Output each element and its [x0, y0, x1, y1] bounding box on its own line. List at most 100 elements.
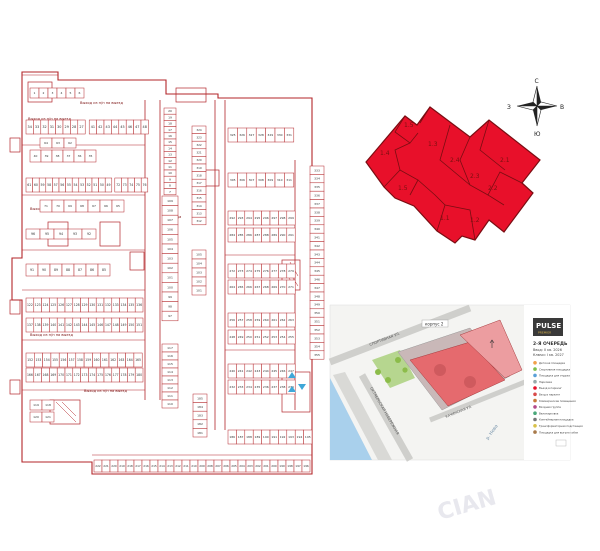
parking-spot: 134 — [119, 297, 128, 313]
parking-spot-number: 206 — [223, 464, 229, 468]
parking-spot-number: 56 — [60, 183, 64, 187]
parking-spot-number: 241 — [238, 369, 244, 373]
parking-spot: 269 — [269, 279, 279, 295]
parking-spot-number: 72 — [116, 183, 120, 187]
parking-spot-number: 264 — [229, 285, 235, 289]
parking-spot-number: 112 — [167, 386, 173, 390]
parking-spot: 90 — [37, 263, 51, 277]
parking-spot: 208 — [205, 459, 215, 473]
parking-spot: 191 — [269, 429, 279, 445]
parking-spot: 164 — [125, 352, 135, 368]
parking-spot: 60 — [32, 177, 40, 193]
stage-title: 2-Я ОЧЕРЕДЬ — [533, 341, 568, 347]
parking-spot: 204 — [237, 459, 247, 473]
parking-spot: 8 — [163, 182, 177, 189]
parking-spot: 190 — [261, 429, 271, 445]
legend-item: Велопарковка — [539, 411, 559, 415]
exit-label: Выход из п/п на выезд — [28, 117, 71, 121]
parking-spot: 241 — [236, 363, 246, 379]
parking-spot-number: 203 — [247, 464, 253, 468]
korpus-label: корпус 2 — [425, 322, 444, 327]
parking-spot-number: 149 — [121, 323, 127, 327]
parking-spot: 252 — [261, 329, 271, 345]
parking-spot: 175 — [95, 367, 105, 383]
parking-spot-number: 217 — [135, 464, 141, 468]
parking-spot-number: 216 — [143, 464, 149, 468]
parking-spot-number: 130 — [89, 303, 95, 307]
parking-spot-number: 323 — [196, 135, 202, 139]
parking-spot: 98 — [161, 301, 179, 312]
parking-spot: 257 — [236, 312, 246, 328]
parking-spot-number: 236 — [263, 385, 269, 389]
ramp-arrow-down-icon — [298, 384, 306, 390]
parking-spot: 70 — [51, 199, 65, 213]
parking-spot: 41 — [88, 119, 97, 135]
parking-spot-number: 49 — [106, 183, 110, 187]
parking-spot-number: 16 — [168, 134, 172, 138]
parking-spot-number: 279 — [288, 269, 294, 273]
parking-spot: 237 — [269, 379, 279, 395]
parking-spot-number: 249 — [238, 335, 244, 339]
parking-spot-number: 309 — [267, 178, 273, 182]
parking-spot: 232 — [227, 379, 237, 395]
parking-spot-number: 260 — [263, 318, 269, 322]
legend-marker-icon — [533, 367, 537, 371]
parking-spot: 7 — [163, 188, 177, 196]
parking-spot-number: 42 — [98, 125, 102, 129]
parking-spot: 150 — [127, 317, 136, 333]
parking-spot: 187 — [236, 429, 246, 445]
parking-spot: 152 — [25, 352, 35, 368]
parking-spot-number: 133 — [113, 303, 119, 307]
parking-spot-number: 148 — [113, 323, 119, 327]
parking-spot: 102 — [161, 262, 179, 274]
parking-spot: 132 — [103, 297, 113, 313]
parking-spot: 298 — [278, 210, 288, 226]
parking-spot: 270 — [278, 279, 288, 295]
parking-spot-number: 327 — [249, 133, 255, 137]
parking-spot: 116 — [161, 351, 179, 361]
parking-spot-number: 202 — [255, 464, 261, 468]
parking-spot: 72 — [114, 177, 122, 193]
parking-spot-number: 306 — [239, 178, 245, 182]
parking-spot-number: 51 — [93, 183, 97, 187]
parking-spot: 3 — [47, 87, 58, 99]
parking-spot: 313 — [191, 209, 207, 218]
parking-spot: 48 — [140, 119, 149, 135]
parking-spot: 65 — [111, 199, 125, 213]
parking-spot-number: 349 — [314, 303, 320, 307]
section-label: 2.3 — [470, 173, 480, 180]
parking-spot-number: 107 — [167, 218, 173, 222]
parking-spot-number: 104 — [167, 247, 173, 251]
parking-spot-number: 315 — [196, 196, 202, 200]
parking-spot-number: 50 — [100, 183, 104, 187]
parking-spot-number: 59 — [40, 183, 44, 187]
parking-spot-number: 166 — [27, 373, 33, 377]
parking-spot-number: 76 — [142, 183, 146, 187]
parking-spot-number: 147 — [105, 323, 111, 327]
parking-spot-number: 61 — [27, 183, 31, 187]
parking-spot-number: 136 — [136, 303, 142, 307]
parking-spot-number: 265 — [238, 285, 244, 289]
parking-spot: 179 — [127, 367, 136, 383]
parking-spot: 244 — [261, 363, 271, 379]
parking-spot: 197 — [293, 459, 303, 473]
legend-marker-icon — [533, 379, 537, 384]
parking-spot-number: 63 — [56, 141, 60, 145]
parking-spot-number: 164 — [127, 358, 133, 362]
parking-spot-number: 47 — [135, 125, 139, 129]
parking-spot: 155 — [50, 352, 60, 368]
parking-spot: 177 — [111, 367, 120, 383]
parking-spot-number: 258 — [246, 318, 252, 322]
parking-spot: 219 — [117, 459, 127, 473]
parking-spot: 62 — [63, 137, 77, 149]
parking-spot-number: 116 — [167, 354, 173, 358]
parking-spot-number: 336 — [314, 193, 320, 197]
legend-item: Въезд в паркинг — [539, 386, 562, 390]
section-label: 1.1 — [440, 215, 450, 222]
parking-spot: 28 — [70, 119, 79, 135]
parking-spot-number: 169 — [50, 373, 56, 377]
parking-spot: 350 — [309, 308, 325, 318]
parking-spot: 174 — [88, 367, 97, 383]
parking-spot: 345 — [309, 266, 325, 276]
parking-spot: 316 — [191, 186, 207, 195]
